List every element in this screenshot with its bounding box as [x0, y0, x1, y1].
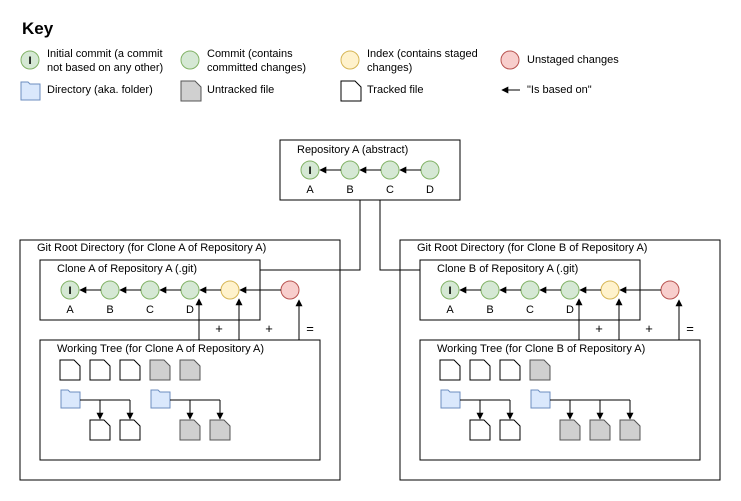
key-unstaged-label: Unstaged changes — [527, 54, 619, 66]
clone-b-folder-1-file-1 — [499, 419, 521, 441]
clone-b-commit-label-d: D — [566, 304, 574, 316]
repo-commit-a — [300, 160, 320, 180]
clone-a-tracked-file-top-1 — [89, 359, 111, 381]
key-tracked-file-icon — [340, 80, 362, 102]
repo-commit-label-c: C — [386, 184, 394, 196]
clone-a-content: IA B C D + + = — [59, 280, 314, 441]
repo-initial-symbol: I — [308, 165, 311, 177]
repo-commit-b — [340, 160, 360, 180]
clone-a-root-title: Git Root Directory (for Clone A of Repos… — [37, 242, 266, 254]
clone-b-tracked-file-top-2 — [499, 359, 521, 381]
repository-a-title: Repository A (abstract) — [297, 144, 408, 156]
clone-b-commit-d — [560, 280, 580, 300]
key-directory-label: Directory (aka. folder) — [47, 84, 153, 96]
clone-b-commit-label-a: A — [446, 304, 454, 316]
clone-a-equals: = — [306, 321, 314, 336]
clone-a-tracked-file-top-2 — [119, 359, 141, 381]
clone-a-folder-1-file-0 — [89, 419, 111, 441]
clone-b-plus-1: + — [595, 321, 603, 336]
key-untracked-label: Untracked file — [207, 84, 275, 96]
clone-b-commit-label-b: B — [486, 304, 493, 316]
clone-a-commit-label-a: A — [66, 304, 74, 316]
key-initial-commit-label: Initial commit (a commit not based on an… — [47, 48, 164, 74]
key-commit-icon — [180, 50, 200, 70]
repo-commit-label-a: A — [306, 184, 314, 196]
clone-b-plus-2: + — [645, 321, 653, 336]
clone-b-tracked-file-top-1 — [469, 359, 491, 381]
clone-b-initial-symbol: I — [448, 285, 451, 297]
clone-b-root-title: Git Root Directory (for Clone B of Repos… — [417, 242, 647, 254]
clone-b-tracked-file-top-0 — [439, 359, 461, 381]
clone-a-plus-2: + — [265, 321, 273, 336]
key-index-label: Index (contains staged changes) — [367, 48, 478, 74]
clone-a-root-directory: Git Root Directory (for Clone A of Repos… — [19, 239, 341, 481]
clone-a-commit-d — [180, 280, 200, 300]
clone-a-folder-2-file-1 — [209, 419, 231, 441]
clone-b-commit-label-c: C — [526, 304, 534, 316]
repo-commit-label-d: D — [426, 184, 434, 196]
clone-b-content: IA B C D + + = — [439, 280, 694, 441]
clone-a-initial-symbol: I — [68, 285, 71, 297]
clone-b-folder-1-file-0 — [469, 419, 491, 441]
clone-a-folder-2 — [150, 389, 171, 409]
svg-text:I: I — [28, 55, 31, 67]
clone-b-equals: = — [686, 321, 694, 336]
clone-b-folder-1 — [440, 389, 461, 409]
key-untracked-file-icon — [180, 80, 202, 102]
clone-b-commit-c — [520, 280, 540, 300]
key-commit-label: Commit (contains committed changes) — [207, 48, 307, 74]
key-title: Key — [22, 19, 54, 38]
key-index-icon — [340, 50, 360, 70]
clone-a-commit-c — [140, 280, 160, 300]
clone-a-working-title: Working Tree (for Clone A of Repository … — [57, 343, 264, 355]
clone-b-folder-2-file-2 — [619, 419, 641, 441]
clone-a-folder-1 — [60, 389, 81, 409]
connector-repo-to-clone-b — [379, 200, 420, 271]
key-tracked-label: Tracked file — [367, 84, 424, 96]
clone-a-unstaged — [280, 280, 300, 300]
clone-b-commit-a — [440, 280, 460, 300]
key-folder-icon — [20, 81, 41, 101]
clone-a-commit-b — [100, 280, 120, 300]
clone-a-tracked-file-top-0 — [59, 359, 81, 381]
key-unstaged-icon — [500, 50, 520, 70]
clone-b-index — [600, 280, 620, 300]
repository-a-commit-chain: IA B C D — [300, 160, 440, 196]
clone-b-working-title: Working Tree (for Clone B of Repository … — [437, 343, 645, 355]
clone-b-commit-b — [480, 280, 500, 300]
clone-b-root-directory: Git Root Directory (for Clone B of Repos… — [399, 239, 721, 481]
repo-commit-d — [420, 160, 440, 180]
clone-a-untracked-file-top-0 — [149, 359, 171, 381]
clone-a-commit-label-c: C — [146, 304, 154, 316]
key-initial-commit-icon: I — [20, 50, 40, 70]
clone-a-git-title: Clone A of Repository A (.git) — [57, 263, 197, 275]
clone-a-folder-2-file-0 — [179, 419, 201, 441]
repo-commit-c — [380, 160, 400, 180]
repo-commit-label-b: B — [346, 184, 353, 196]
clone-b-folder-2-file-1 — [589, 419, 611, 441]
clone-a-plus-1: + — [215, 321, 223, 336]
clone-a-index — [220, 280, 240, 300]
clone-b-folder-2-file-0 — [559, 419, 581, 441]
connector-repo-to-clone-a — [260, 200, 361, 271]
clone-a-folder-1-file-1 — [119, 419, 141, 441]
key-based-on-label: "Is based on" — [527, 84, 592, 96]
clone-a-commit-label-b: B — [106, 304, 113, 316]
clone-a-commit-a — [60, 280, 80, 300]
clone-b-folder-2 — [530, 389, 551, 409]
clone-b-git-title: Clone B of Repository A (.git) — [437, 263, 578, 275]
clone-a-untracked-file-top-1 — [179, 359, 201, 381]
clone-a-commit-label-d: D — [186, 304, 194, 316]
clone-b-unstaged — [660, 280, 680, 300]
clone-b-untracked-file-top-0 — [529, 359, 551, 381]
